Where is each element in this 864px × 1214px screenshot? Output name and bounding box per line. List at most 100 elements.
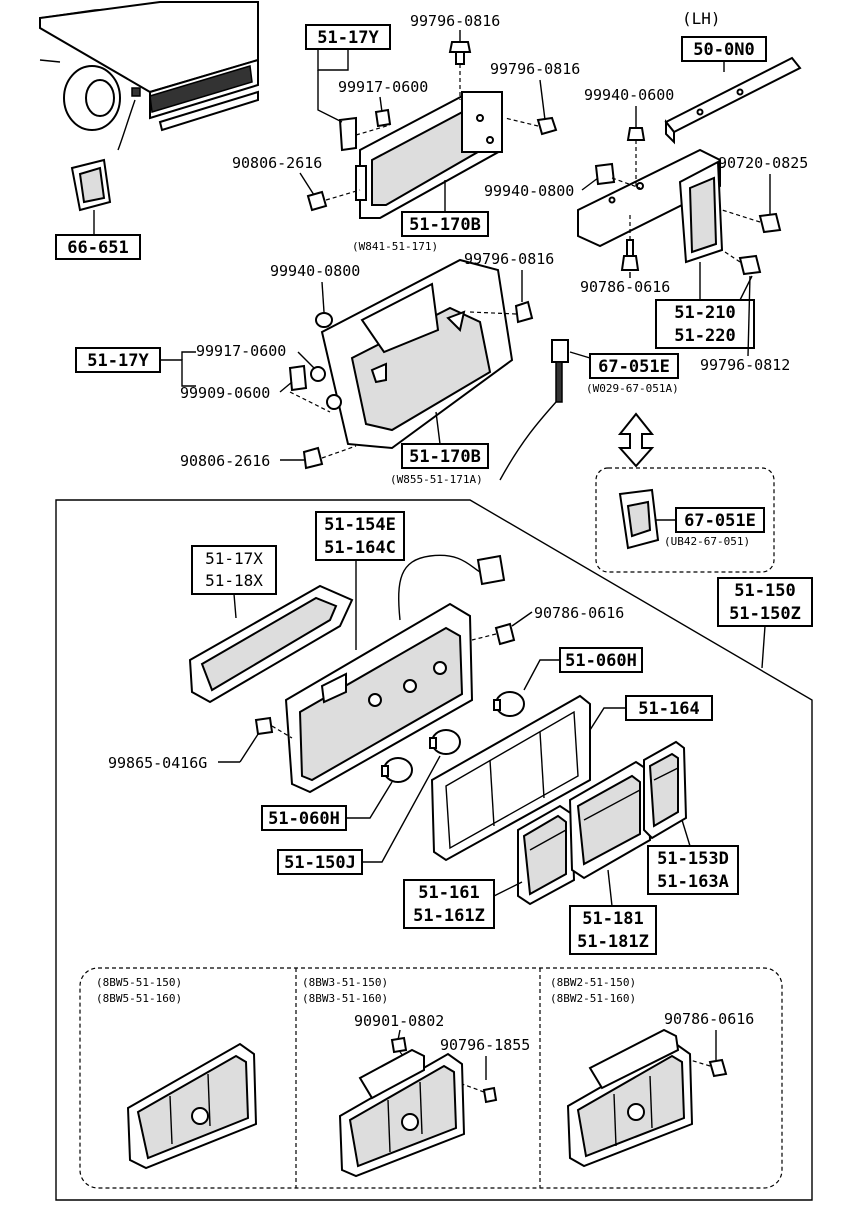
bulb-left-icon bbox=[381, 757, 413, 783]
svg-text:67-051E: 67-051E bbox=[684, 511, 756, 531]
part-90720-0825: 90720-0825 bbox=[718, 154, 808, 172]
callout-51-150j: 51-150J bbox=[277, 755, 441, 875]
callout-51-060h-right: 51-060H bbox=[523, 647, 643, 691]
harness-wire bbox=[499, 401, 557, 481]
svg-text:51-161: 51-161 bbox=[418, 883, 479, 903]
callout-51-181: 51-181 51-181Z bbox=[569, 869, 657, 955]
svg-text:51-181Z: 51-181Z bbox=[577, 932, 649, 952]
callout-51-17y-mid: 51-17Y bbox=[75, 347, 196, 387]
part-90901-0802: 90901-0802 bbox=[354, 1012, 444, 1030]
svg-text:(8BW2-51-160): (8BW2-51-160) bbox=[550, 992, 636, 1005]
svg-text:51-220: 51-220 bbox=[674, 326, 735, 346]
part-99909-0600: 99909-0600 bbox=[180, 384, 270, 402]
svg-text:51-150Z: 51-150Z bbox=[729, 604, 801, 624]
nut-99940-0600-icon bbox=[626, 127, 646, 188]
svg-text:51-181: 51-181 bbox=[582, 909, 643, 929]
nut-99940-0800-b-icon bbox=[315, 312, 333, 328]
bolt-right-icon bbox=[504, 116, 558, 136]
callout-51-17x: 51-17X 51-18X bbox=[191, 545, 277, 619]
part-99865-0416g: 99865-0416G bbox=[108, 754, 207, 772]
variant-3: (8BW2-51-150) (8BW2-51-160) 90786-0616 bbox=[550, 976, 754, 1168]
lower-bracket-part bbox=[320, 258, 514, 450]
svg-text:(UB42-67-051): (UB42-67-051) bbox=[664, 535, 750, 548]
svg-text:51-150: 51-150 bbox=[734, 581, 795, 601]
svg-text:51-18X: 51-18X bbox=[205, 571, 263, 590]
svg-text:51-161Z: 51-161Z bbox=[413, 906, 485, 926]
svg-text:50-0N0: 50-0N0 bbox=[693, 40, 754, 60]
license-lamp-part bbox=[70, 158, 112, 235]
part-99940-0600: 99940-0600 bbox=[584, 86, 674, 104]
lamp-housing-part bbox=[284, 602, 474, 794]
svg-text:(8BW5-51-150): (8BW5-51-150) bbox=[96, 976, 182, 989]
upper-bracket-part bbox=[355, 91, 503, 219]
svg-text:(8BW2-51-150): (8BW2-51-150) bbox=[550, 976, 636, 989]
bolt-99796-0812-icon bbox=[721, 249, 762, 276]
lamp-cover-part bbox=[188, 584, 354, 704]
bolt-left-icon bbox=[306, 189, 361, 212]
svg-text:51-164C: 51-164C bbox=[324, 538, 396, 558]
callout-51-170b-top: 51-170B (W841-51-171) bbox=[352, 180, 489, 253]
svg-text:(8BW5-51-160): (8BW5-51-160) bbox=[96, 992, 182, 1005]
callout-51-153d: 51-153D 51-163A bbox=[647, 819, 739, 895]
bolt-90786-0616-b-icon bbox=[471, 622, 516, 646]
callout-51-164: 51-164 bbox=[589, 695, 713, 731]
callout-51-150: 51-150 51-150Z bbox=[717, 577, 813, 669]
callout-51-17y-top: 51-17Y bbox=[305, 24, 391, 123]
svg-text:67-051E: 67-051E bbox=[598, 357, 670, 377]
svg-text:51-17Y: 51-17Y bbox=[87, 351, 149, 371]
callout-66-651: 66-651 bbox=[55, 234, 141, 260]
lamp-wire bbox=[398, 554, 481, 621]
bolt-90720-0825-icon bbox=[721, 209, 782, 234]
lamp-connector-icon bbox=[476, 554, 506, 586]
alt-connector-frame bbox=[595, 467, 775, 573]
part-99796-0816-a: 99796-0816 bbox=[410, 12, 500, 30]
part-90786-0616-b: 90786-0616 bbox=[534, 604, 624, 622]
screw-99865-icon bbox=[254, 716, 293, 739]
bulb-mid-icon bbox=[429, 729, 461, 755]
bolt-top-icon bbox=[448, 41, 472, 100]
callout-50-0n0: 50-0N0 bbox=[681, 36, 767, 72]
bolt-90786-0616-top-icon bbox=[620, 212, 640, 271]
bulb-right-icon bbox=[493, 691, 525, 717]
part-99796-0812: 99796-0812 bbox=[700, 356, 790, 374]
clip-upper-icon bbox=[338, 108, 392, 152]
svg-text:51-060H: 51-060H bbox=[565, 651, 637, 671]
part-99940-0800-b: 99940-0800 bbox=[270, 262, 360, 280]
part-99917-0600-a: 99917-0600 bbox=[338, 78, 428, 96]
svg-text:51-154E: 51-154E bbox=[324, 515, 396, 535]
variants-frame bbox=[79, 967, 783, 1189]
bolt-99796-0816-c-icon bbox=[469, 300, 534, 324]
svg-text:51-060H: 51-060H bbox=[268, 809, 340, 829]
part-90786-0616-c: 90786-0616 bbox=[664, 1010, 754, 1028]
part-99917-0600-b: 99917-0600 bbox=[196, 342, 286, 360]
svg-text:(8BW3-51-160): (8BW3-51-160) bbox=[302, 992, 388, 1005]
lens-parts bbox=[517, 740, 688, 906]
svg-text:51-17Y: 51-17Y bbox=[317, 28, 379, 48]
svg-text:(8BW3-51-150): (8BW3-51-150) bbox=[302, 976, 388, 989]
bolt-90806-2616-b-icon bbox=[302, 445, 357, 470]
truck-rear-illustration bbox=[39, 0, 259, 151]
callout-67-051e-mid: 67-051E (UB42-67-051) bbox=[656, 507, 765, 548]
part-90786-0616-a: 90786-0616 bbox=[580, 278, 670, 296]
assembly-frame bbox=[55, 499, 813, 1201]
part-90806-2616-b: 90806-2616 bbox=[180, 452, 270, 470]
lamp-bracket-part bbox=[577, 148, 724, 264]
svg-text:(W029-67-051A): (W029-67-051A) bbox=[586, 382, 679, 395]
part-90806-2616-a: 90806-2616 bbox=[232, 154, 322, 172]
variant-1: (8BW5-51-150) (8BW5-51-160) bbox=[96, 976, 258, 1170]
svg-text:51-17X: 51-17X bbox=[205, 549, 263, 568]
svg-text:(W841-51-171): (W841-51-171) bbox=[352, 240, 438, 253]
side-label-lh: (LH) bbox=[682, 9, 721, 28]
connector-upper-part bbox=[551, 339, 591, 403]
connector-lower-part bbox=[618, 488, 660, 550]
svg-text:51-210: 51-210 bbox=[674, 303, 735, 323]
svg-text:(W855-51-171A): (W855-51-171A) bbox=[390, 473, 483, 486]
callout-67-051e-top: 67-051E (W029-67-051A) bbox=[586, 353, 679, 395]
part-90796-1855: 90796-1855 bbox=[440, 1036, 530, 1054]
svg-text:51-163A: 51-163A bbox=[657, 872, 729, 892]
svg-text:51-170B: 51-170B bbox=[409, 447, 481, 467]
callout-51-154e: 51-154E 51-164C bbox=[315, 511, 405, 650]
gasket-part bbox=[430, 694, 591, 862]
callout-51-161: 51-161 51-161Z bbox=[403, 879, 523, 929]
